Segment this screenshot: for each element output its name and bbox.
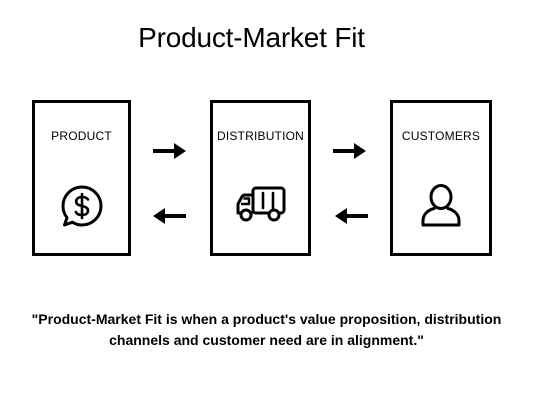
arrow-right-icon (153, 143, 189, 164)
distribution-box: DISTRIBUTION (210, 100, 311, 256)
arrow-left-icon (332, 208, 368, 229)
user-person-icon (419, 183, 463, 234)
product-label: PRODUCT (51, 129, 112, 143)
product-box: PRODUCT (32, 100, 131, 256)
dollar-speech-bubble-icon (59, 183, 105, 234)
arrow-right-icon (333, 143, 369, 164)
arrow-left-icon (150, 208, 186, 229)
quote-line-2: channels and customer need are in alignm… (109, 332, 424, 348)
delivery-truck-icon (234, 183, 288, 230)
distribution-label: DISTRIBUTION (216, 129, 305, 143)
definition-quote: "Product-Market Fit is when a product's … (0, 309, 533, 351)
page-title: Product-Market Fit (138, 22, 365, 53)
customers-label: CUSTOMERS (401, 129, 481, 143)
customers-box: CUSTOMERS (390, 100, 492, 256)
quote-line-1: "Product-Market Fit is when a product's … (31, 311, 502, 327)
